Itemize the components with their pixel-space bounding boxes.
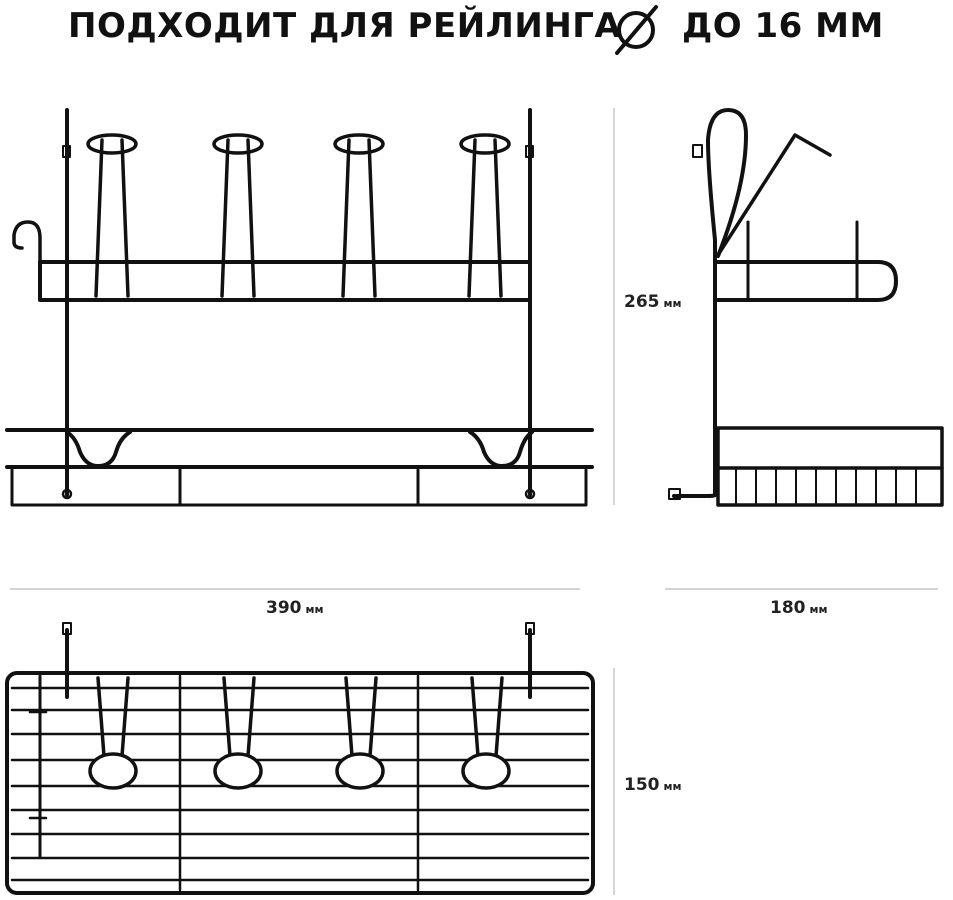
glass-holders: [86, 133, 511, 298]
side-view: [668, 108, 944, 507]
front-view: [5, 108, 594, 507]
top-holder-4: [461, 676, 511, 790]
title-right: ДО 16 ММ: [682, 6, 884, 46]
title-left: ПОДХОДИТ ДЛЯ РЕЙЛИНГА: [68, 6, 622, 46]
glass-holder-3: [333, 133, 385, 298]
top-holder-2: [213, 676, 263, 790]
glass-holder-1: [86, 133, 138, 298]
glass-holder-4: [459, 133, 511, 298]
top-view: [5, 622, 595, 895]
top-holder-3: [335, 676, 385, 790]
glass-holder-2: [212, 133, 264, 298]
top-holder-1: [88, 676, 138, 790]
dimension-guides: [10, 108, 938, 895]
diameter-icon: [615, 5, 658, 55]
